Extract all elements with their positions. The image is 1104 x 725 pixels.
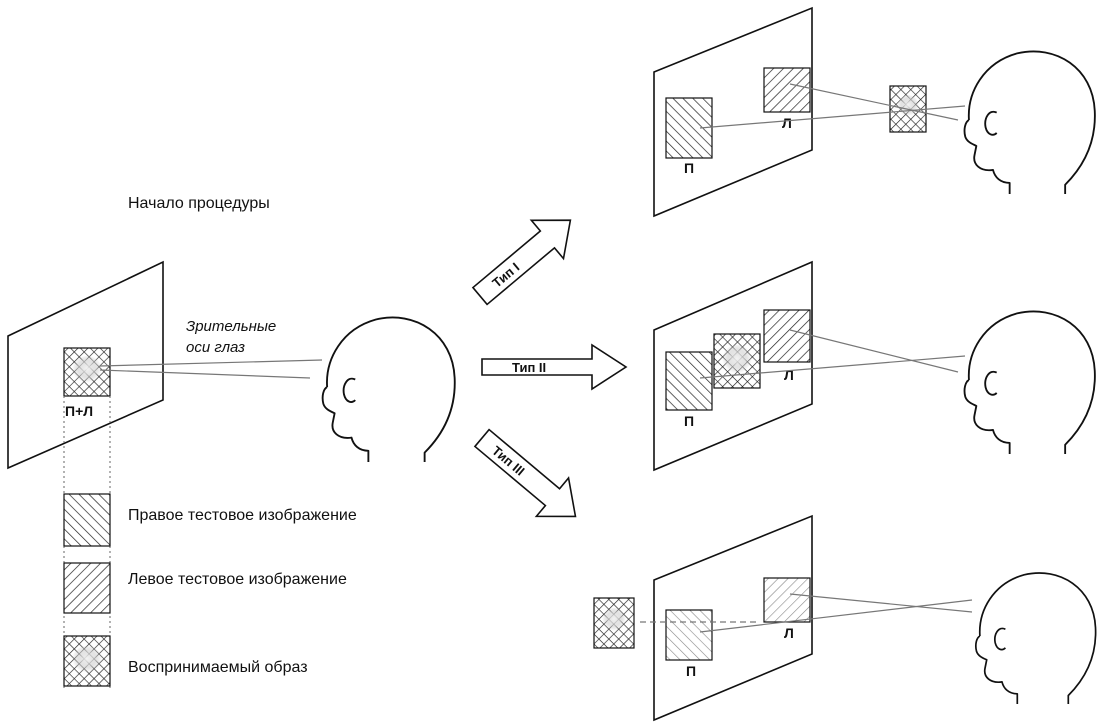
- type3-right-image: [666, 610, 712, 660]
- type3-right-mark: П: [686, 663, 696, 679]
- observer-head-type1: [965, 51, 1095, 194]
- observer-head-type2: [965, 311, 1095, 454]
- type1-right-mark: П: [684, 160, 694, 176]
- type2-perceived-image: [714, 334, 760, 388]
- legend-right-swatch: [64, 494, 110, 546]
- type3-left-image: [764, 578, 810, 622]
- type1-left-mark: Л: [782, 115, 792, 131]
- start-combined-image: [64, 348, 110, 396]
- legend-perceived-label: Воспринимаемый образ: [128, 659, 308, 676]
- type2-left-image: [764, 310, 810, 362]
- combined-mark: П+Л: [65, 403, 93, 419]
- arrow-type-1: Тип I: [464, 201, 587, 315]
- visual-axes-label-1: Зрительные: [186, 318, 276, 335]
- observer-head-type3: [976, 573, 1096, 704]
- title: Начало процедуры: [128, 195, 270, 212]
- arrow-type-3: Тип III: [466, 419, 592, 536]
- legend-left-swatch: [64, 563, 110, 613]
- legend-left-label: Левое тестовое изображение: [128, 571, 347, 588]
- type2-right-image: [666, 352, 712, 410]
- type1-left-image: [764, 68, 810, 112]
- observer-head-start: [323, 318, 455, 462]
- arrow-type-2-label: Тип II: [512, 360, 546, 375]
- visual-axes-label-2: оси глаз: [186, 339, 245, 356]
- arrow-type-2: Тип II: [482, 345, 626, 389]
- type2-right-mark: П: [684, 413, 694, 429]
- legend-right-label: Правое тестовое изображение: [128, 507, 357, 524]
- type3-perceived-image: [594, 598, 634, 648]
- type3-left-mark: Л: [784, 625, 794, 641]
- type2-left-mark: Л: [784, 367, 794, 383]
- legend-perceived-swatch: [64, 636, 110, 686]
